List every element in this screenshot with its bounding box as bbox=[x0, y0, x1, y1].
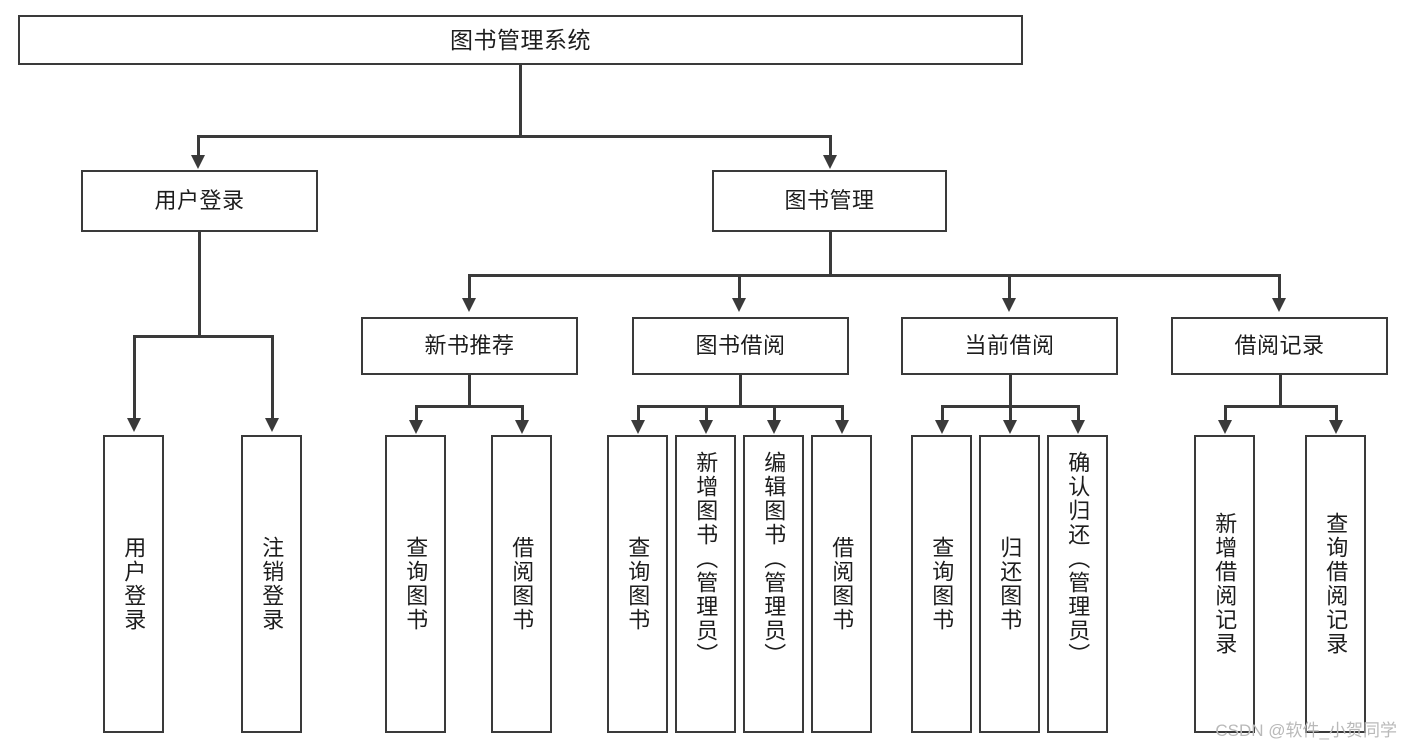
connector-bm-drop-2 bbox=[738, 274, 741, 300]
node-label: 查询图书 bbox=[929, 536, 955, 632]
connector-br-bus bbox=[1224, 405, 1337, 408]
connector-br-drop-2 bbox=[1335, 405, 1338, 423]
connector-bm-drop-4 bbox=[1278, 274, 1281, 300]
arrowhead-cb-leaf-1 bbox=[935, 420, 949, 434]
arrowhead-user-login-leaf-1 bbox=[127, 418, 141, 432]
connector-br-drop-1 bbox=[1224, 405, 1227, 423]
leaf-confirm-return[interactable]: 确认归还（管理员） bbox=[1047, 435, 1108, 733]
connector-nbr-bus bbox=[415, 405, 523, 408]
connector-bb-drop-2 bbox=[705, 405, 708, 423]
node-label: 图书管理系统 bbox=[450, 26, 591, 53]
node-label: 借阅图书 bbox=[509, 536, 535, 632]
node-label: 借阅图书 bbox=[829, 536, 855, 632]
arrowhead-nbr-leaf-1 bbox=[409, 420, 423, 434]
connector-user-login-bus bbox=[133, 335, 273, 338]
connector-bb-drop-4 bbox=[841, 405, 844, 423]
arrowhead-br-leaf-1 bbox=[1218, 420, 1232, 434]
arrowhead-cb-leaf-2 bbox=[1003, 420, 1017, 434]
connector-cb-drop-3 bbox=[1077, 405, 1080, 423]
arrowhead-bm-child-4 bbox=[1272, 298, 1286, 312]
connector-bb-bus bbox=[637, 405, 843, 408]
connector-user-login-drop-2 bbox=[271, 335, 274, 420]
connector-root-bus bbox=[197, 135, 831, 138]
connector-bm-drop-3 bbox=[1008, 274, 1011, 300]
node-label: 新增图书（管理员） bbox=[693, 451, 719, 667]
leaf-query-book-borrow[interactable]: 查询图书 bbox=[607, 435, 668, 733]
node-current-borrow[interactable]: 当前借阅 bbox=[901, 317, 1118, 375]
connector-bb-drop-3 bbox=[773, 405, 776, 423]
arrowhead-br-leaf-2 bbox=[1329, 420, 1343, 434]
connector-br-stem bbox=[1279, 375, 1282, 407]
connector-user-login-stem bbox=[198, 232, 201, 337]
arrowhead-bb-leaf-4 bbox=[835, 420, 849, 434]
leaf-user-login[interactable]: 用户登录 bbox=[103, 435, 164, 733]
node-user-login[interactable]: 用户登录 bbox=[81, 170, 318, 232]
node-label: 编辑图书（管理员） bbox=[761, 451, 787, 667]
arrowhead-nbr-leaf-2 bbox=[515, 420, 529, 434]
connector-root-to-user-login bbox=[197, 135, 200, 157]
arrowhead-bm-child-2 bbox=[732, 298, 746, 312]
connector-root-stem bbox=[519, 65, 522, 137]
node-label: 注销登录 bbox=[259, 536, 285, 632]
connector-cb-stem bbox=[1009, 375, 1012, 407]
arrowhead-cb-leaf-3 bbox=[1071, 420, 1085, 434]
node-label: 借阅记录 bbox=[1234, 333, 1325, 359]
node-label: 用户登录 bbox=[121, 536, 147, 632]
node-label: 当前借阅 bbox=[964, 333, 1055, 359]
leaf-return-book[interactable]: 归还图书 bbox=[979, 435, 1040, 733]
leaf-edit-book[interactable]: 编辑图书（管理员） bbox=[743, 435, 804, 733]
arrowhead-bm-child-1 bbox=[462, 298, 476, 312]
connector-root-to-book-management bbox=[829, 135, 832, 157]
node-book-borrow[interactable]: 图书借阅 bbox=[632, 317, 849, 375]
node-label: 查询图书 bbox=[403, 536, 429, 632]
leaf-query-book-current[interactable]: 查询图书 bbox=[911, 435, 972, 733]
arrowhead-bb-leaf-2 bbox=[699, 420, 713, 434]
connector-cb-drop-1 bbox=[941, 405, 944, 423]
node-label: 新增借阅记录 bbox=[1212, 512, 1238, 656]
connector-bb-drop-1 bbox=[637, 405, 640, 423]
node-new-book-recommend[interactable]: 新书推荐 bbox=[361, 317, 578, 375]
arrowhead-root-to-user-login bbox=[191, 155, 205, 169]
node-label: 新书推荐 bbox=[424, 333, 515, 359]
node-label: 查询借阅记录 bbox=[1323, 512, 1349, 656]
node-root-system[interactable]: 图书管理系统 bbox=[18, 15, 1023, 65]
csdn-watermark: CSDN @软件_小贺同学 bbox=[1215, 721, 1397, 740]
node-label: 用户登录 bbox=[154, 188, 245, 214]
connector-nbr-stem bbox=[468, 375, 471, 407]
leaf-user-logout[interactable]: 注销登录 bbox=[241, 435, 302, 733]
connector-user-login-drop-1 bbox=[133, 335, 136, 420]
leaf-add-book[interactable]: 新增图书（管理员） bbox=[675, 435, 736, 733]
leaf-add-borrow-record[interactable]: 新增借阅记录 bbox=[1194, 435, 1255, 733]
arrowhead-user-login-leaf-2 bbox=[265, 418, 279, 432]
node-label: 查询图书 bbox=[625, 536, 651, 632]
connector-nbr-drop-2 bbox=[521, 405, 524, 423]
node-label: 归还图书 bbox=[997, 536, 1023, 632]
arrowhead-bb-leaf-3 bbox=[767, 420, 781, 434]
node-label: 确认归还（管理员） bbox=[1065, 451, 1091, 667]
node-label: 图书借阅 bbox=[695, 333, 786, 359]
connector-bm-drop-1 bbox=[468, 274, 471, 300]
leaf-query-borrow-record[interactable]: 查询借阅记录 bbox=[1305, 435, 1366, 733]
arrowhead-bb-leaf-1 bbox=[631, 420, 645, 434]
node-label: 图书管理 bbox=[784, 188, 875, 214]
connector-nbr-drop-1 bbox=[415, 405, 418, 423]
leaf-query-book-recommend[interactable]: 查询图书 bbox=[385, 435, 446, 733]
connector-bb-stem bbox=[739, 375, 742, 407]
arrowhead-root-to-book-management bbox=[823, 155, 837, 169]
connector-cb-drop-2 bbox=[1009, 405, 1012, 423]
connector-book-management-stem bbox=[829, 232, 832, 276]
arrowhead-bm-child-3 bbox=[1002, 298, 1016, 312]
leaf-borrow-book-recommend[interactable]: 借阅图书 bbox=[491, 435, 552, 733]
connector-book-management-bus bbox=[468, 274, 1280, 277]
node-book-management[interactable]: 图书管理 bbox=[712, 170, 947, 232]
node-borrow-record[interactable]: 借阅记录 bbox=[1171, 317, 1388, 375]
leaf-borrow-book[interactable]: 借阅图书 bbox=[811, 435, 872, 733]
